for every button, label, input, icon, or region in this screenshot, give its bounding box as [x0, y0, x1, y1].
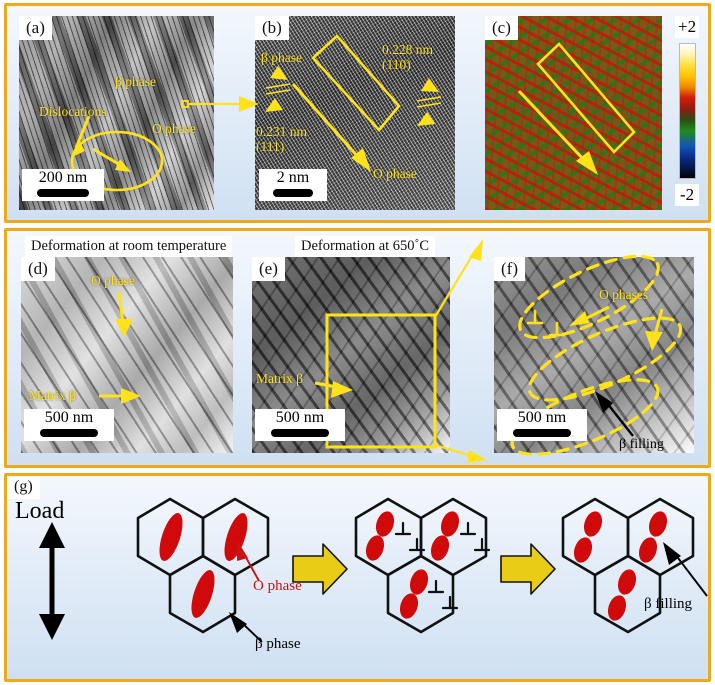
transition-arrow-1 — [292, 543, 348, 595]
panel-a-o-phase-label: O phase — [152, 121, 196, 136]
panel-e-scalebar: 500 nm — [255, 409, 345, 441]
load-arrow — [39, 522, 65, 640]
panel-d-scalebar-text: 500 nm — [44, 409, 94, 426]
panel-d-scalebar: 500 nm — [24, 409, 114, 441]
panel-g-label: (g) — [7, 476, 40, 499]
panel-c-label: (c) — [485, 16, 518, 40]
panel-d-scalebar-bar — [40, 428, 98, 437]
panel-f-scalebar-text: 500 nm — [517, 409, 567, 426]
panel-b-scalebar-bar — [273, 188, 313, 197]
panel-f-overlay — [510, 254, 683, 456]
caption-650c: Deformation at 650˚C — [295, 236, 436, 257]
panel-b-beta-phase-label: β phase — [261, 50, 302, 65]
panel-c-image — [485, 16, 662, 210]
colorbar-min-label: -2 — [675, 184, 700, 206]
panel-a-scalebar-bar — [37, 188, 89, 197]
panel-d-overlay — [99, 292, 141, 404]
panel-a-overlay — [70, 96, 259, 192]
transition-arrow-2 — [500, 543, 556, 595]
panel-e-matrix-beta-label: Matrix β — [256, 371, 303, 386]
figure-row-1: (a) β phase Dislocations O phase 200 nm … — [4, 3, 711, 223]
panel-c-overlay — [517, 42, 636, 175]
panel-d-label: (d) — [21, 257, 55, 281]
panel-a-beta-phase-label: β phase — [115, 74, 156, 89]
panel-f-o-phases-label: O phases — [599, 287, 649, 302]
panel-c-colorbar: +2 -2 — [675, 16, 700, 206]
panel-a-label: (a) — [19, 16, 52, 40]
panel-g-o-phase-label: O phase — [253, 578, 302, 594]
colorbar-gradient — [678, 43, 696, 179]
panel-g-beta-phase-label: β phase — [255, 636, 301, 652]
panel-a-scalebar: 200 nm — [22, 169, 104, 201]
panel-e-scalebar-text: 500 nm — [275, 409, 325, 426]
panel-b-spacing-110-label: 0.228 nm (110) — [382, 42, 434, 73]
panel-a-scalebar-text: 200 nm — [38, 169, 88, 186]
panel-b-scalebar-text: 2 nm — [276, 169, 310, 186]
panel-b-spacing-111-label: 0.231 nm (111) — [256, 124, 308, 155]
panel-b-o-phase-label: O phase — [373, 166, 417, 181]
panel-b-label: (b) — [255, 16, 289, 40]
panel-e-scalebar-bar — [271, 428, 329, 437]
figure-row-3: (g) — [4, 473, 711, 682]
panel-f-label: (f) — [494, 257, 525, 281]
panel-b-scalebar: 2 nm — [259, 169, 327, 201]
panel-g-beta-filling-label: β filling — [644, 596, 693, 612]
panel-g-load-label: Load — [15, 498, 65, 524]
panel-f-beta-filling-label: β filling — [619, 437, 664, 452]
panel-d-o-phase-label: O phase — [91, 273, 135, 288]
panel-e-overlay — [314, 239, 487, 463]
panel-g-schematic — [39, 497, 708, 643]
panel-f-scalebar-bar — [513, 428, 571, 437]
panel-b-overlay — [265, 34, 442, 172]
panel-d-matrix-beta-label: Matrix β — [29, 388, 76, 403]
stage-initial — [136, 497, 270, 643]
panel-a-dislocations-label: Dislocations — [39, 104, 107, 119]
panel-e-label: (e) — [252, 257, 285, 281]
stage-sheared — [354, 497, 491, 634]
caption-room-temperature: Deformation at room temperature — [25, 236, 233, 257]
stage-filled — [561, 497, 708, 634]
panel-f-scalebar: 500 nm — [497, 409, 587, 441]
figure-row-2: Deformation at room temperature Deformat… — [4, 228, 711, 468]
colorbar-max-label: +2 — [675, 16, 700, 38]
